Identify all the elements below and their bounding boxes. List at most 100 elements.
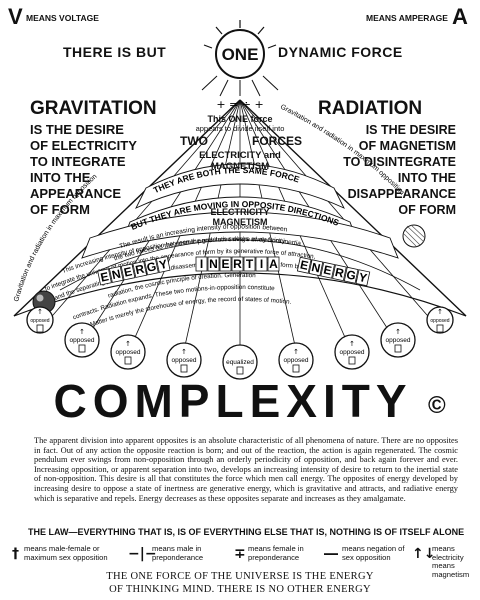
magnet-icon	[348, 356, 356, 365]
arrow-icon: ↑	[395, 328, 401, 336]
circle-label: opposed	[172, 357, 197, 364]
arrow-icon: ↑	[293, 348, 299, 356]
letter: G	[345, 267, 357, 283]
gravitation-text: IS THE DESIRE OF ELECTRICITY TO INTEGRAT…	[30, 122, 137, 218]
there-is-but: THERE IS BUT	[63, 44, 167, 60]
circle-label: opposed	[30, 318, 49, 324]
letter: E	[221, 257, 229, 271]
letter: Y	[158, 257, 169, 272]
letter: E	[99, 269, 110, 284]
letter: I	[200, 257, 203, 271]
opposition-circle: opposed↑	[278, 342, 314, 378]
svg-text:+ = ÷ +: + = ÷ +	[216, 98, 263, 111]
letter: R	[233, 257, 242, 271]
male-symbol: −|−	[128, 546, 157, 562]
magnet-icon	[236, 366, 244, 375]
opposition-circle: opposed↑	[64, 322, 100, 358]
letter: N	[209, 257, 218, 271]
copyright-symbol: ©	[428, 392, 446, 419]
letter: R	[134, 262, 146, 278]
letter-box	[255, 256, 268, 272]
letter: R	[334, 265, 346, 281]
simplicity-label: SIMPLICITY	[0, 0, 5, 3]
circle-outline	[110, 334, 146, 370]
gravitation-line: OF ELECTRICITY	[30, 138, 137, 153]
letter-box	[332, 264, 347, 282]
arrow-icon: ↑	[79, 328, 85, 336]
letter-box	[231, 256, 244, 272]
radiation-line: INTO THE	[397, 171, 456, 185]
legend-text: means female in preponderance	[248, 544, 304, 562]
voltage-letter: V	[8, 4, 23, 29]
letter: I	[260, 257, 263, 271]
circle-label: opposed	[70, 337, 95, 344]
radiation-line: OF MAGNETISM	[358, 139, 456, 153]
letter-box	[108, 265, 124, 283]
magnet-icon	[78, 344, 86, 353]
circle-outline	[64, 322, 100, 358]
law-statement: THE LAW—EVERYTHING THAT IS, IS OF EVERYT…	[28, 527, 465, 537]
one-force-line: This ONE force	[207, 114, 273, 124]
circle-outline	[426, 306, 454, 334]
complexity-title: COMPLEXITY	[53, 375, 413, 427]
circle-label: opposed	[430, 318, 449, 324]
letter: E	[123, 264, 134, 279]
male-female-symbol: †	[12, 546, 19, 562]
forces-label: FORCES	[252, 134, 303, 148]
band-magnetism: MAGNETISM	[212, 217, 268, 227]
letter-box	[207, 256, 220, 272]
magnet-icon	[36, 324, 44, 333]
two-label: TWO	[180, 134, 208, 148]
letter-box	[219, 256, 232, 272]
circle-label: opposed	[340, 349, 365, 356]
opposition-circle: opposed↑	[166, 342, 202, 378]
circle-outline	[26, 306, 54, 334]
opposition-circle: opposed↑	[334, 334, 370, 370]
radiation-text: IS THE DESIRE OF MAGNETISM TO DISINTEGRA…	[336, 122, 456, 218]
gravitation-line: OF FORM	[30, 202, 90, 217]
negation-symbol: ―	[324, 546, 338, 562]
divide-line: appears to divide itself into	[195, 124, 285, 133]
legend-text: means male in preponderance	[152, 544, 204, 562]
letter-box	[320, 261, 335, 279]
letter-box	[155, 256, 171, 273]
letter-box	[308, 259, 324, 277]
opposition-circle: opposed ↑	[26, 306, 54, 334]
female-symbol: ∓	[234, 546, 246, 562]
magnet-icon	[180, 364, 188, 373]
letter: N	[111, 267, 122, 282]
circle-outline	[166, 342, 202, 378]
legend-text: means male-female or maximum sex opposit…	[24, 544, 108, 562]
gravitation-title: GRAVITATION	[30, 98, 157, 119]
arrow-icon: ↑	[37, 308, 43, 316]
letter-box	[97, 268, 112, 286]
letter-box	[195, 256, 208, 272]
opposition-circle: equalized	[222, 344, 258, 380]
radiation-line: OF FORM	[398, 203, 456, 217]
letter: N	[310, 260, 321, 275]
radiation-line: DISAPPEARANCE	[347, 187, 456, 201]
electricity-and-magnetism: ELECTRICITY and MAGNETISM	[199, 150, 281, 172]
circle-label: opposed	[386, 337, 411, 344]
letter-box	[144, 258, 159, 276]
gravitation-line: TO INTEGRATE	[30, 154, 126, 169]
letter: G	[145, 259, 157, 275]
arrow-icon: ↑	[181, 348, 187, 356]
legend: † means male-female or maximum sex oppos…	[12, 544, 472, 578]
letter: Y	[358, 270, 369, 285]
circle-outline	[278, 342, 314, 378]
magnet-icon	[436, 324, 444, 333]
radiation-line: IS THE DESIRE	[365, 123, 456, 137]
one-label: ONE	[221, 45, 259, 64]
circle-outline	[380, 322, 416, 358]
letter-box	[355, 269, 371, 287]
electricity-magnetism-symbol: ↑↓	[412, 546, 436, 562]
legend-text: means electricity means magnetism	[432, 544, 470, 579]
letter-box	[243, 256, 256, 272]
svg-text:energy. Matter is merely the s: energy. Matter is merely the storehouse …	[68, 296, 292, 336]
circle-label: opposed	[116, 349, 141, 356]
